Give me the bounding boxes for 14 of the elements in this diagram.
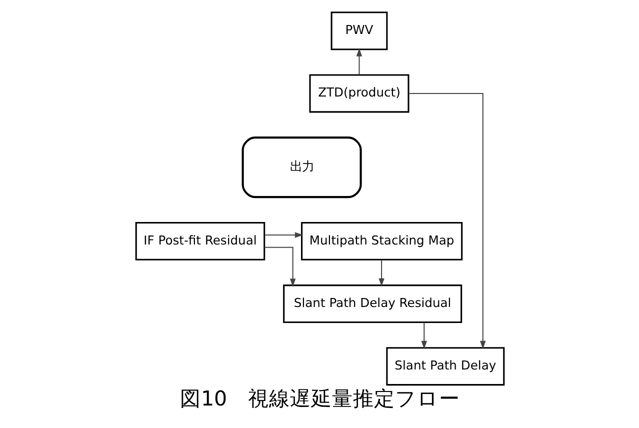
node-box: Multipath Stacking Map	[300, 222, 462, 260]
node-box: IF Post-fit Residual	[134, 222, 265, 260]
node-box: Slant Path Delay	[386, 347, 504, 386]
node-box: ZTD(product)	[308, 74, 409, 113]
node-box: Slant Path Delay Residual	[282, 284, 462, 323]
arrow	[264, 246, 296, 287]
arrow	[408, 92, 486, 350]
arrow	[420, 322, 426, 350]
arrow	[378, 260, 384, 287]
arrow	[264, 232, 303, 238]
node-box: 出力	[241, 136, 362, 198]
node-box: PWV	[330, 12, 388, 50]
caption: 図10 視線遅延量推定フロー	[179, 386, 460, 410]
arrow	[356, 48, 362, 75]
